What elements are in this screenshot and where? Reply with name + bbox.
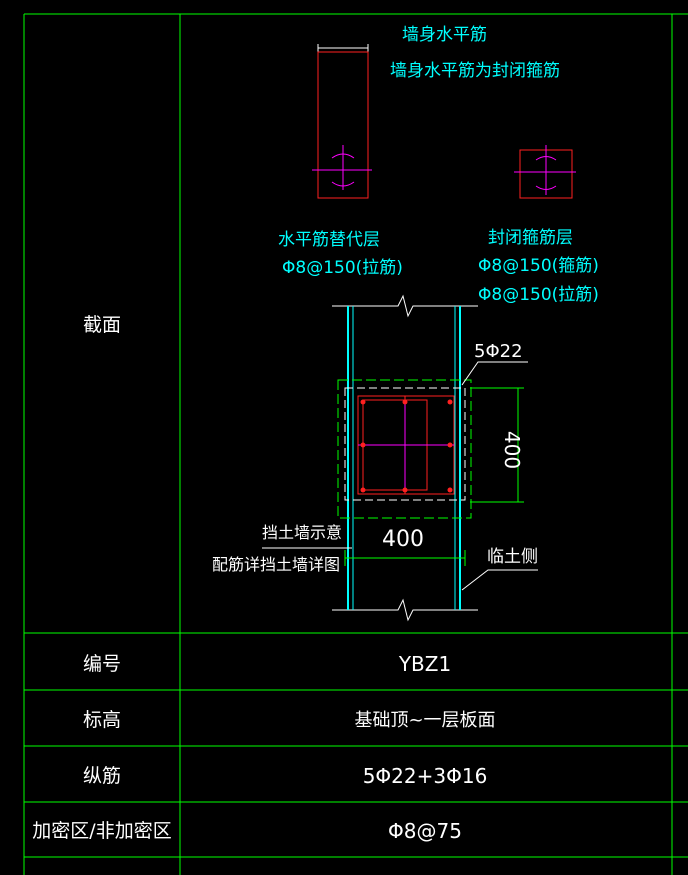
row-label-section: 截面 bbox=[83, 314, 121, 336]
row-label-longitudinal: 纵筋 bbox=[83, 765, 121, 787]
row-label-elevation: 标高 bbox=[83, 709, 121, 731]
wall-bar-detail: 墙身水平筋 墙身水平筋为封闭箍筋 bbox=[312, 25, 560, 199]
value-number: YBZ1 bbox=[398, 652, 451, 676]
table-grid bbox=[23, 13, 688, 875]
row-label-number: 编号 bbox=[83, 653, 121, 675]
value-stirrup-zone: Φ8@75 bbox=[388, 819, 462, 843]
label-wall-horizontal-bar: 墙身水平筋 bbox=[402, 25, 487, 45]
label-replacement-layer: 水平筋替代层 bbox=[278, 230, 380, 250]
label-retaining-wall-1: 挡土墙示意 bbox=[262, 523, 342, 542]
value-elevation: 基础顶~一层板面 bbox=[354, 710, 495, 731]
value-longitudinal: 5Φ22+3Φ16 bbox=[363, 764, 488, 788]
closed-stirrup-detail bbox=[514, 145, 576, 199]
row-label-stirrup-zone: 加密区/非加密区 bbox=[32, 820, 171, 842]
label-dim-horizontal: 400 bbox=[382, 527, 424, 552]
label-wall-bar-closed: 墙身水平筋为封闭箍筋 bbox=[390, 61, 560, 81]
wall-section: 5Φ22 400 400 挡土墙示意 配筋详挡土墙详图 临土侧 bbox=[212, 294, 538, 622]
label-main-bars: 5Φ22 bbox=[474, 341, 523, 362]
label-closed-spec-1: Φ8@150(箍筋) bbox=[478, 256, 599, 276]
label-retaining-wall-2: 配筋详挡土墙详图 bbox=[212, 555, 340, 574]
label-replacement-spec: Φ8@150(拉筋) bbox=[282, 258, 403, 278]
label-soil-side: 临土侧 bbox=[487, 547, 538, 567]
label-closed-stirrup-layer: 封闭箍筋层 bbox=[488, 228, 573, 248]
label-closed-spec-2: Φ8@150(拉筋) bbox=[478, 285, 599, 305]
label-dim-vertical: 400 bbox=[500, 431, 524, 469]
